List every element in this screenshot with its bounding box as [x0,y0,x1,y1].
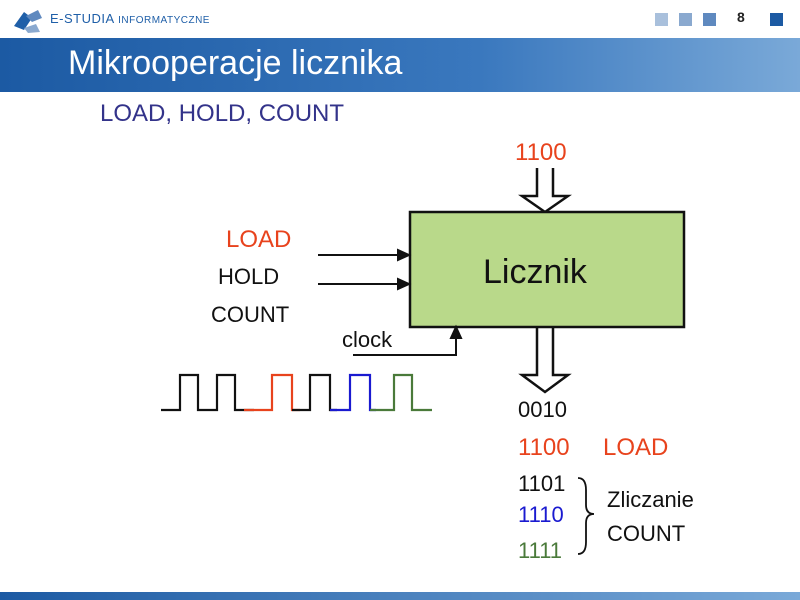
logo-sub: INFORMATYCZNE [118,15,210,26]
title-band [0,38,800,92]
clock-wave-green [370,373,432,412]
bottom-band [0,592,800,600]
logo-icon [14,10,42,33]
clock-label: clock [342,327,393,352]
sequence-value-3: 1110 [518,502,564,527]
input-value: 1100 [515,139,567,166]
sequence-value-1: 1100 [518,434,570,461]
input-load-label: LOAD [226,226,292,253]
output-bus-arrow [518,327,572,394]
count-note-line2: COUNT [607,521,686,546]
decor-square-4 [770,13,783,26]
output-value: 0010 [518,397,567,422]
input-bus-arrow [518,168,572,214]
count-brace [577,477,595,555]
input-count-label: COUNT [211,302,290,327]
clock-wave-red [244,373,300,412]
clock-waveform [161,373,432,412]
page-number: 8 [737,9,745,25]
sequence-note-load: LOAD [603,434,669,461]
clock-wave-blue [330,373,376,412]
decor-square-1 [655,13,668,26]
clock-wave-black-2 [292,373,337,412]
input-hold-label: HOLD [218,264,280,289]
decor-square-2 [679,13,692,26]
clock-arrow [353,324,463,356]
counter-block [408,210,686,329]
sequence-value-4: 1111 [518,538,563,563]
hold-arrow [318,277,412,291]
logo-main: E-STUDIA [50,11,114,26]
decor-square-3 [703,13,716,26]
logo-text: E-STUDIA INFORMATYCZNE [50,11,210,26]
slide-title: Mikrooperacje licznika [68,44,403,82]
load-arrow [318,248,412,262]
count-note-line1: Zliczanie [607,487,694,512]
sequence-value-2: 1101 [518,471,566,496]
slide-subtitle: LOAD, HOLD, COUNT [100,100,345,127]
clock-wave-black-1 [161,373,254,412]
counter-block-label: Licznik [483,253,587,291]
